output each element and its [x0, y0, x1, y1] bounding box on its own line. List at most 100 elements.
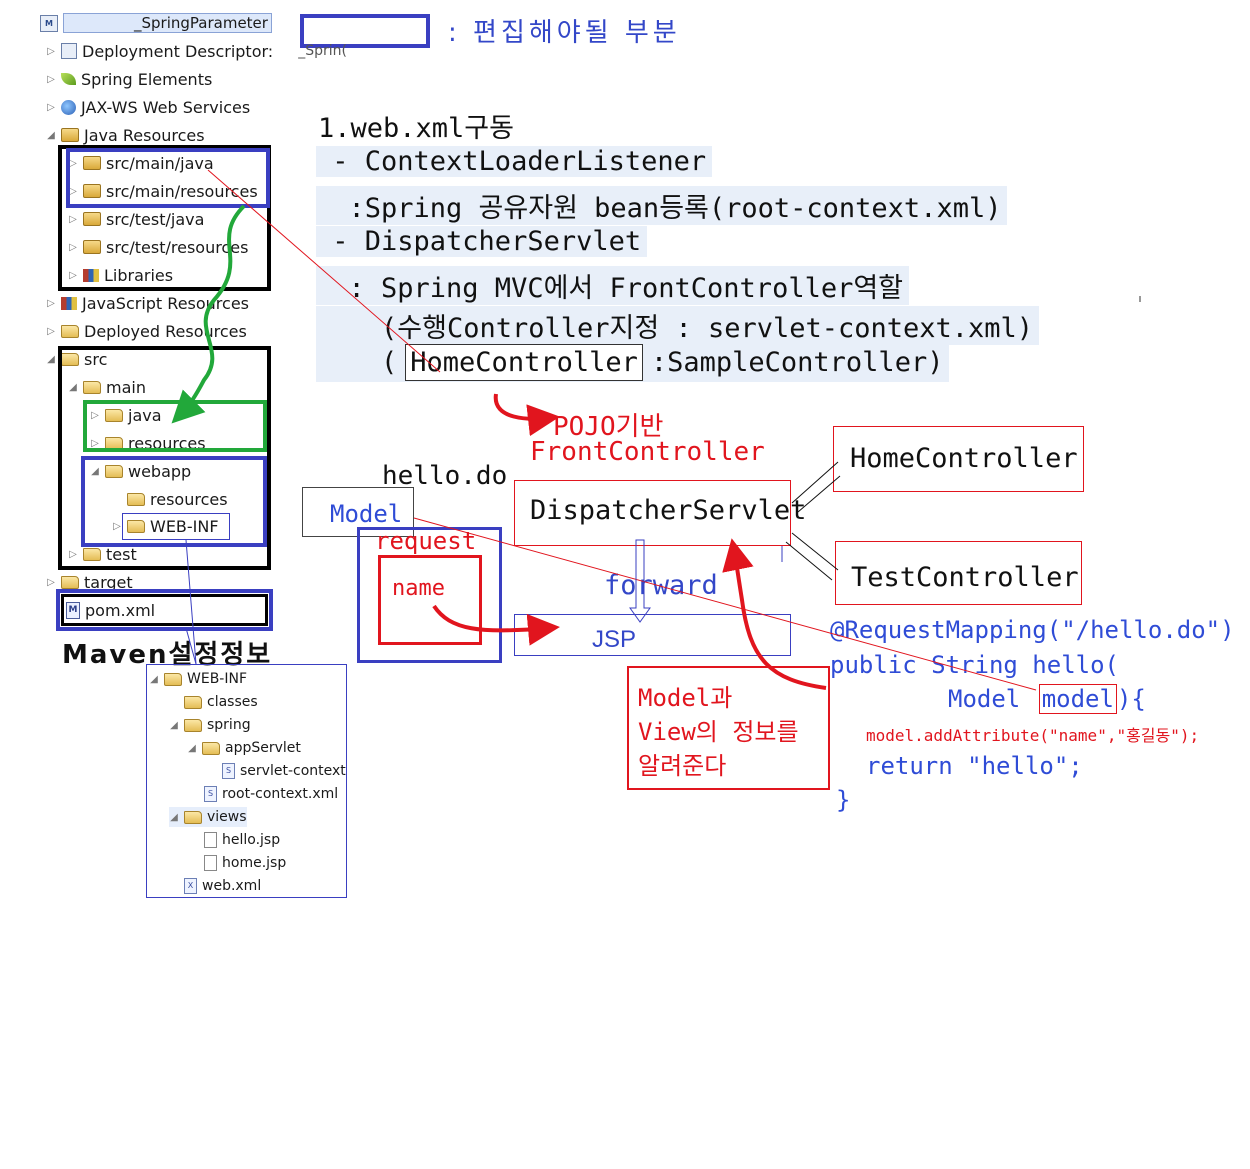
tree-item-label: appServlet — [225, 740, 301, 756]
tree-item-webapp-resources[interactable]: resources — [112, 488, 228, 510]
pom-inner-black-box — [61, 594, 268, 626]
tree-item-label: webapp — [128, 461, 192, 481]
maven-file-icon: M — [66, 601, 80, 619]
tree-item-main[interactable]: ◢ main — [68, 376, 146, 398]
tree-item-label: resources — [128, 433, 206, 453]
tree-item-resources[interactable]: ▷ resources — [90, 432, 206, 454]
tree-item-src-main-java[interactable]: ▷ src/main/java — [68, 152, 214, 174]
home-controller-label: HomeController — [850, 443, 1078, 474]
code-line-close-brace: } — [836, 786, 851, 814]
expand-arrow-icon[interactable]: ▷ — [69, 213, 77, 225]
webinf-row-hello-jsp[interactable]: hello.jsp — [189, 830, 280, 850]
expand-arrow-icon[interactable]: ▷ — [113, 520, 121, 532]
javascript-resources-icon — [61, 296, 77, 310]
tree-item-jaxws[interactable]: ▷ JAX-WS Web Services — [46, 96, 250, 118]
expand-arrow-icon[interactable]: ▷ — [47, 101, 55, 113]
libraries-icon — [83, 268, 99, 282]
collapse-arrow-icon[interactable]: ◢ — [188, 742, 196, 754]
folder-icon — [83, 380, 101, 394]
collapse-arrow-icon[interactable]: ◢ — [91, 465, 99, 477]
expand-arrow-icon[interactable]: ▷ — [69, 157, 77, 169]
expand-arrow-icon[interactable]: ▷ — [69, 269, 77, 281]
tree-item-web-inf[interactable]: ▷ WEB-INF — [112, 515, 218, 537]
collapse-arrow-icon[interactable]: ◢ — [47, 353, 55, 365]
expand-arrow-icon[interactable]: ▷ — [47, 45, 55, 57]
tree-item-label: resources — [150, 489, 228, 509]
tree-item-deployment-descriptor[interactable]: ▷ Deployment Descriptor: _Sprin( — [46, 40, 347, 62]
tree-item-label: views — [207, 809, 247, 825]
tree-item-target[interactable]: ▷ target — [46, 571, 133, 593]
project-name: _SpringParameter — [63, 13, 272, 33]
notes-line-home-controller: ( HomeController :SampleController) — [316, 342, 950, 382]
notes-line-dispatcher: - DispatcherServlet — [316, 226, 648, 257]
expand-arrow-icon[interactable]: ▷ — [47, 73, 55, 85]
tree-item-javascript-resources[interactable]: ▷ JavaScript Resources — [46, 292, 249, 314]
notes-title: 1.web.xml구동 — [318, 113, 514, 144]
tree-item-label: main — [106, 377, 146, 397]
notes-line-spring-shared: :Spring 공유자원 bean등록(root-context.xml) — [316, 186, 1008, 225]
webinf-row-servlet-context[interactable]: S servlet-context.x — [207, 761, 346, 781]
webinf-row-web-inf[interactable]: ◢ WEB-INF — [149, 669, 247, 689]
expand-arrow-icon[interactable]: ▷ — [91, 437, 99, 449]
code-line-return: return "hello"; — [866, 752, 1083, 780]
expand-arrow-icon[interactable]: ▷ — [47, 297, 55, 309]
webinf-row-root-context[interactable]: S root-context.xml — [189, 784, 338, 804]
tree-item-java[interactable]: ▷ java — [90, 404, 161, 426]
collapse-arrow-icon[interactable]: ◢ — [47, 129, 55, 141]
collapse-arrow-icon[interactable]: ◢ — [170, 811, 178, 823]
webinf-row-appservlet[interactable]: ◢ appServlet — [187, 738, 301, 758]
folder-icon — [202, 741, 220, 755]
note-line-2: View의 정보를 — [638, 718, 799, 746]
expand-arrow-icon[interactable]: ▷ — [69, 548, 77, 560]
code-model-close: ){ — [1116, 685, 1146, 713]
tree-item-deployed-resources[interactable]: ▷ Deployed Resources — [46, 320, 247, 342]
webinf-row-classes[interactable]: classes — [169, 692, 258, 712]
tree-item-java-resources[interactable]: ◢ Java Resources — [46, 124, 205, 146]
tree-item-label: JAX-WS Web Services — [81, 97, 251, 117]
note-line-3: 알려준다 — [638, 752, 727, 780]
webinf-row-views[interactable]: ◢ views — [169, 807, 247, 827]
dispatcher-to-test-line-2 — [785, 541, 833, 581]
pojo-front-controller-label: FrontController — [530, 437, 765, 467]
tree-item-label: classes — [207, 694, 258, 710]
code-line-request-mapping: @RequestMapping("/hello.do") — [830, 616, 1235, 644]
pojo-arrow — [493, 393, 560, 437]
tree-item-webapp[interactable]: ◢ webapp — [90, 460, 191, 482]
folder-icon — [184, 810, 202, 824]
expand-arrow-icon[interactable]: ▷ — [91, 409, 99, 421]
tree-item-spring-elements[interactable]: ▷ Spring Elements — [46, 68, 212, 90]
spring-xml-icon: S — [204, 786, 217, 802]
expand-arrow-icon[interactable]: ▷ — [47, 576, 55, 588]
xml-file-icon: X — [184, 878, 197, 894]
notes-sample-controller: :SampleController) — [650, 346, 944, 378]
java-resources-icon — [61, 128, 79, 142]
folder-icon — [127, 519, 145, 533]
tree-item-pom-xml[interactable]: M pom.xml — [66, 599, 155, 621]
collapse-arrow-icon[interactable]: ◢ — [150, 673, 158, 685]
webinf-row-web-xml[interactable]: X web.xml — [169, 876, 261, 896]
tree-project-root[interactable]: M _SpringParameter — [40, 12, 272, 34]
collapse-arrow-icon[interactable]: ◢ — [170, 719, 178, 731]
folder-icon — [83, 547, 101, 561]
tree-item-label: Deployment Descriptor: — [82, 41, 274, 61]
webinf-row-spring[interactable]: ◢ spring — [169, 715, 250, 735]
tree-item-src[interactable]: ◢ src — [46, 348, 107, 370]
request-label: request — [375, 527, 477, 555]
hello-do-label: hello.do — [382, 461, 508, 491]
webinf-row-home-jsp[interactable]: home.jsp — [189, 853, 286, 873]
code-model-type: Model — [948, 685, 1035, 713]
tree-item-label: Java Resources — [84, 125, 205, 145]
tree-item-libraries[interactable]: ▷ Libraries — [68, 264, 173, 286]
tree-item-label: Deployed Resources — [84, 321, 247, 341]
tree-item-test[interactable]: ▷ test — [68, 543, 137, 565]
expand-arrow-icon[interactable]: ▷ — [69, 185, 77, 197]
spring-xml-icon: S — [222, 763, 235, 779]
package-folder-icon — [83, 212, 101, 226]
jsp-file-icon — [204, 855, 217, 871]
legend-blue-swatch — [300, 14, 430, 48]
collapse-arrow-icon[interactable]: ◢ — [69, 381, 77, 393]
web-services-icon — [61, 99, 76, 115]
expand-arrow-icon[interactable]: ▷ — [69, 241, 77, 253]
tree-item-suffix: _Sprin( — [298, 43, 347, 59]
expand-arrow-icon[interactable]: ▷ — [47, 325, 55, 337]
